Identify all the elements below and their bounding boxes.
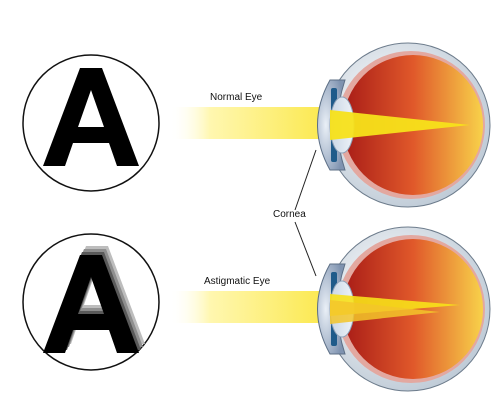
astigmatic-letter-a — [43, 246, 145, 353]
cornea-label: Cornea — [273, 209, 306, 220]
cornea-leader-bottom — [294, 221, 317, 277]
normal-letter-a — [43, 68, 139, 166]
astigmatic-eye-group — [22, 226, 491, 392]
normal-eye-label: Normal Eye — [210, 92, 263, 103]
normal-eye-group — [22, 42, 491, 208]
astigmatic-focus-cone-2 — [330, 300, 440, 324]
normal-eyeball — [317, 42, 491, 208]
astigmatic-eye-label: Astigmatic Eye — [204, 276, 271, 287]
astigmatic-eyeball — [317, 226, 491, 392]
astigmatic-light-beam — [170, 291, 330, 323]
normal-light-beam — [170, 107, 330, 139]
normal-focus-cone — [330, 110, 470, 140]
cornea-leader-top — [294, 149, 317, 211]
